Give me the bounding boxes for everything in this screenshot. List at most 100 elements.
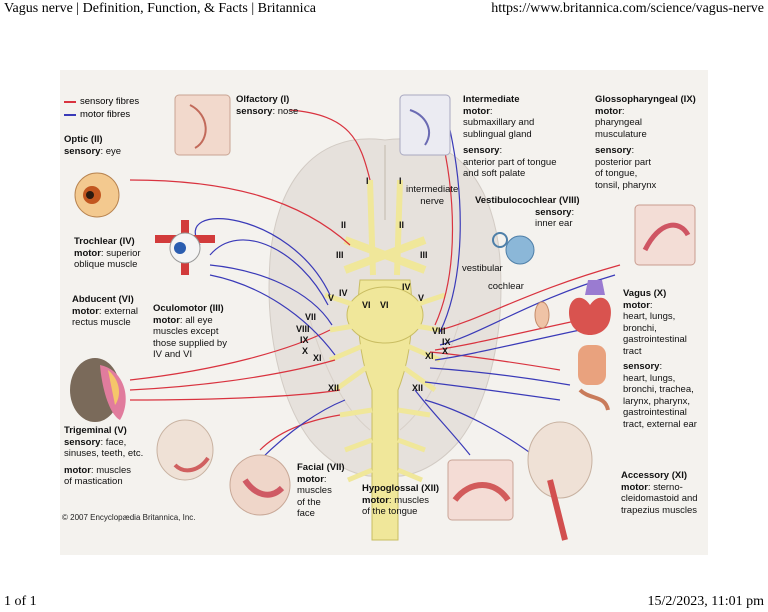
- trigeminal-motor-2: of mastication: [64, 476, 123, 487]
- accessory-label: Accessory (XI) motor: sterno- cleidomast…: [621, 470, 698, 516]
- diagram-artwork: [70, 94, 696, 541]
- trigeminal-sensory: : face,: [100, 436, 127, 448]
- oculomotor-label: Oculomotor (III) motor: all eye muscles …: [153, 303, 227, 361]
- numeral-VI-left: VI: [362, 300, 371, 310]
- olfactory-name: Olfactory (I): [236, 94, 290, 105]
- intermediate-nerve-line-1: intermediate: [406, 184, 459, 195]
- legend-motor-label: motor fibres: [80, 109, 131, 120]
- motor-fibres: [194, 129, 616, 461]
- glossopharyngeal-label: Glossopharyngeal (IX) motor: pharyngeal …: [595, 94, 696, 191]
- intermediate-motor: :: [489, 105, 493, 117]
- abducent-motor-label: motor: [72, 305, 99, 317]
- vestibulo-name: Vestibulocochlear (VIII): [475, 195, 580, 206]
- trigeminal-name: Trigeminal (V): [64, 425, 127, 436]
- intermediate-label: Intermediate motor: submaxillary and sub…: [463, 94, 556, 180]
- facial-label: Facial (VII) motor: muscles of the face: [297, 462, 345, 520]
- trochlear-label: Trochlear (IV) motor: superior oblique m…: [74, 236, 141, 271]
- intermediate-sensory-line-1: anterior part of tongue: [463, 156, 557, 168]
- trochlear-motor-2: oblique muscle: [74, 259, 138, 270]
- illustration-skull-jaw: [156, 419, 214, 481]
- intermediate-motor-line-2: sublingual gland: [463, 128, 532, 140]
- facial-motor: :: [323, 473, 327, 485]
- facial-line-1: muscles: [297, 485, 332, 496]
- vestibulo-sensory-2: inner ear: [535, 218, 573, 229]
- optic-sensory: : eye: [100, 145, 122, 157]
- oculomotor-line-1: muscles except: [153, 326, 219, 337]
- abducent-motor: : external: [98, 305, 138, 317]
- intermediate-nerve-line-2: nerve: [420, 195, 445, 207]
- print-footer: 1 of 1 15/2/2023, 11:01 pm: [4, 594, 764, 610]
- illustration-throat: [634, 204, 696, 266]
- illustration-ear-head: [399, 94, 451, 156]
- intermediate-sensory-label: sensory: [463, 145, 500, 156]
- trigeminal-sensory-label: sensory: [64, 436, 101, 448]
- trigeminal-motor: : muscles: [90, 464, 132, 476]
- legend-motor: motor fibres: [64, 108, 139, 121]
- glosso-name: Glossopharyngeal (IX): [595, 94, 696, 105]
- print-header: Vagus nerve | Definition, Function, & Fa…: [4, 1, 764, 17]
- illustration-neck: [527, 421, 593, 541]
- sensory-fibres: [129, 109, 621, 451]
- trochlear-motor: : superior: [100, 247, 141, 259]
- optic-name: Optic (II): [64, 134, 103, 145]
- page-title: Vagus nerve | Definition, Function, & Fa…: [4, 1, 316, 16]
- vagus-motor-line-1: heart, lungs,: [623, 311, 676, 322]
- nerve-stubs: [324, 292, 446, 483]
- hypoglossal-motor-label: motor: [362, 494, 389, 506]
- page-count: 1 of 1: [4, 594, 37, 609]
- numeral-XI-right: XI: [425, 351, 434, 361]
- numeral-IX-left: IX: [300, 335, 309, 345]
- illustration-eye: [74, 172, 120, 218]
- glosso-sensory-line-3: tonsil, pharynx: [595, 179, 657, 191]
- illustration-eye-muscles: [155, 220, 215, 275]
- legend: sensory fibres motor fibres: [64, 95, 139, 121]
- illustration-nose: [174, 94, 231, 156]
- vagus-sensory-line-5: tract, external ear: [623, 418, 697, 430]
- numeral-VI-right: VI: [380, 300, 389, 310]
- vagus-motor-line-3: gastrointestinal: [623, 334, 687, 345]
- abducent-motor-2: rectus muscle: [72, 317, 131, 328]
- numeral-V-right: V: [418, 293, 425, 303]
- glosso-motor-line-2: musculature: [595, 128, 647, 140]
- hypoglossal-motor-2: of the tongue: [362, 506, 418, 517]
- oculomotor-line-3: IV and VI: [153, 349, 193, 360]
- oculomotor-name: Oculomotor (III): [153, 303, 224, 314]
- facial-line-2: of the: [297, 496, 321, 508]
- intermediate-sensory-line-2: and soft palate: [463, 168, 526, 179]
- hypoglossal-name: Hypoglossal (XII): [362, 483, 440, 494]
- vagus-sensory-label: sensory: [623, 361, 660, 372]
- illustration-ear-small: [534, 301, 550, 329]
- numeral-IX-right: IX: [442, 337, 451, 347]
- numeral-IV-right: IV: [402, 282, 411, 292]
- illustration-head-face: [70, 358, 126, 422]
- numeral-IV-left: IV: [339, 288, 348, 298]
- numeral-V-left: V: [328, 293, 335, 303]
- cochlear-label: cochlear: [488, 281, 524, 292]
- vestibulocochlear-label: Vestibulocochlear (VIII) sensory: inner …: [475, 195, 580, 230]
- trigeminal-sensory-line: sinuses, teeth, etc.: [64, 448, 144, 459]
- vagus-motor: :: [649, 299, 653, 311]
- optic-sensory-label: sensory: [64, 145, 101, 157]
- vagus-name: Vagus (X): [623, 288, 667, 299]
- olfactory-label: Olfactory (I) sensory: nose: [236, 94, 298, 117]
- hypoglossal-motor: : muscles: [388, 494, 430, 506]
- vagus-sensory-line-4: gastrointestinal: [623, 407, 687, 418]
- optic-label: Optic (II) sensory: eye: [64, 134, 121, 157]
- numeral-X-left: X: [302, 346, 309, 356]
- numeral-XII-right: XII: [412, 383, 424, 393]
- legend-sensory-label: sensory fibres: [80, 96, 140, 107]
- vagus-sensory-line-3: larynx, pharynx,: [623, 395, 691, 407]
- abducent-name: Abducent (VI): [72, 294, 134, 305]
- oculomotor-line-2: those supplied by: [153, 337, 227, 349]
- vagus-motor-line-4: tract: [623, 345, 642, 357]
- olfactory-sensory-label: sensory: [236, 105, 273, 117]
- intermediate-motor-line-1: submaxillary and: [463, 117, 535, 128]
- numeral-VII-left: VII: [305, 312, 317, 322]
- oculomotor-motor-label: motor: [153, 314, 180, 326]
- facial-line-3: face: [297, 508, 315, 519]
- vestibulo-sensory: :: [571, 206, 575, 218]
- vagus-label: Vagus (X) motor: heart, lungs, bronchi, …: [623, 288, 697, 430]
- sensory-swatch: [64, 100, 76, 103]
- vagus-sensory: :: [659, 361, 663, 372]
- facial-name: Facial (VII): [297, 462, 345, 473]
